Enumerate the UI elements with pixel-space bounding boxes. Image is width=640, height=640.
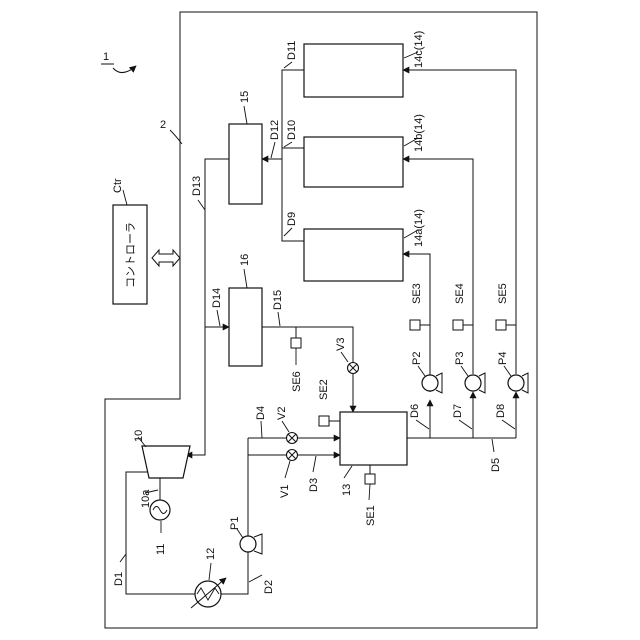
duct-D10-label: D10 (286, 120, 298, 140)
valve-V1-leader (285, 461, 290, 478)
duct-D13-leader (198, 200, 205, 210)
duct-D6-leader (416, 420, 429, 429)
duct-D14-leader (217, 310, 220, 326)
pump-P2-label: P2 (411, 352, 423, 365)
sensor-SE5-label: SE5 (497, 283, 509, 304)
duct-D15-leader (278, 312, 280, 326)
duct-D9-leader (284, 228, 292, 236)
unit-15-leader (244, 106, 247, 124)
sensor-SE4-label: SE4 (454, 283, 466, 304)
unit-10-turbine (142, 446, 190, 478)
sensor-SE2-icon (319, 416, 329, 426)
valve-V2-leader (282, 421, 289, 432)
controller-text: コントローラ (125, 222, 137, 288)
sensor-SE6-label: SE6 (291, 371, 303, 392)
pump-P3-leader (461, 366, 468, 376)
duct-D12-label: D12 (269, 120, 281, 140)
unit-14c-label: 14c(14) (413, 31, 425, 68)
duct-D7-label: D7 (452, 404, 464, 418)
duct-D3-label: D3 (308, 478, 320, 492)
valve-V1-icon (287, 450, 298, 461)
unit-13-label: 13 (341, 484, 353, 496)
system-frame (105, 12, 537, 628)
unit-14c-module (304, 44, 403, 97)
frame-label: 2 (160, 119, 166, 131)
sensor-SE6-icon (291, 338, 301, 348)
controller-label: Ctr (112, 178, 124, 193)
unit-16-leader (244, 269, 247, 288)
duct-D1-label: D1 (113, 572, 125, 586)
unit-12-label: 12 (205, 548, 217, 560)
duct-D9-line (282, 159, 304, 241)
duct-D15-label: D15 (272, 290, 284, 310)
sensor-SE1-label: SE1 (365, 505, 377, 526)
duct-D9-label: D9 (286, 212, 298, 226)
duct-D1-leader (120, 554, 126, 562)
duct-D8-label: D8 (495, 404, 507, 418)
duct-D11-label: D11 (286, 41, 298, 60)
pump-P1-label: P1 (229, 517, 241, 530)
valve-V3-icon (348, 363, 359, 374)
figure-reference: 1 (103, 51, 109, 63)
unit-15-label: 15 (239, 91, 251, 103)
duct-D2-label: D2 (263, 580, 275, 594)
controller-link-arrow (152, 250, 180, 266)
unit-15-box (229, 124, 262, 204)
valve-V1-label: V1 (279, 485, 291, 498)
unit-13-tank (340, 412, 407, 465)
valve-V2-label: V2 (276, 407, 288, 420)
sensor-SE3-label: SE3 (411, 283, 423, 304)
sensor-SE5-icon (496, 320, 506, 330)
valve-V3-label: V3 (335, 338, 347, 351)
unit-11-label: 11 (155, 544, 167, 555)
duct-D10-line (282, 148, 304, 159)
duct-D4-label: D4 (255, 406, 267, 420)
duct-D12-leader (271, 142, 275, 158)
figure-ref-arrow (113, 66, 136, 73)
duct-D2-line (221, 552, 248, 594)
valve-V3-leader (341, 352, 348, 362)
unit-12-leader (209, 563, 211, 580)
pump-P4-label: P4 (497, 352, 509, 365)
duct-D11-leader (284, 62, 292, 68)
sensor-SE2-label: SE2 (318, 379, 330, 400)
duct-D2-leader (249, 575, 262, 582)
duct-D10-leader (284, 142, 292, 147)
valve-V2-icon (287, 433, 298, 444)
pump-P4-leader (504, 366, 511, 376)
unit-14a-label: 14a(14) (413, 209, 425, 247)
unit-14a-module (304, 229, 403, 281)
duct-D8-leader (502, 420, 515, 429)
pump-P3-label: P3 (454, 352, 466, 365)
unit-10-label: 10 (133, 430, 145, 442)
unit-16-label: 16 (239, 254, 251, 266)
duct-D3-leader (313, 456, 316, 472)
duct-D14-label: D14 (211, 288, 223, 308)
duct-D13-label: D13 (191, 176, 203, 196)
duct-D6-label: D6 (409, 404, 421, 418)
duct-D7-riser (403, 159, 473, 374)
duct-D5-label: D5 (490, 458, 502, 472)
unit-13-leader (344, 466, 352, 478)
sensor-SE3-icon (410, 320, 420, 330)
unit-14b-label: 14b(14) (413, 114, 425, 152)
unit-16-box (229, 288, 262, 366)
pump-P2-leader (418, 366, 425, 376)
duct-D4-leader (261, 421, 262, 438)
duct-D5-leader (492, 439, 494, 452)
duct-D7-leader (459, 420, 472, 429)
sensor-SE4-icon (453, 320, 463, 330)
pump-P1-icon (240, 534, 262, 554)
sensor-SE1-icon (365, 474, 375, 484)
unit-14b-module (304, 137, 403, 187)
sensor-SE1-leader (369, 484, 370, 500)
controller-leader (123, 190, 127, 205)
